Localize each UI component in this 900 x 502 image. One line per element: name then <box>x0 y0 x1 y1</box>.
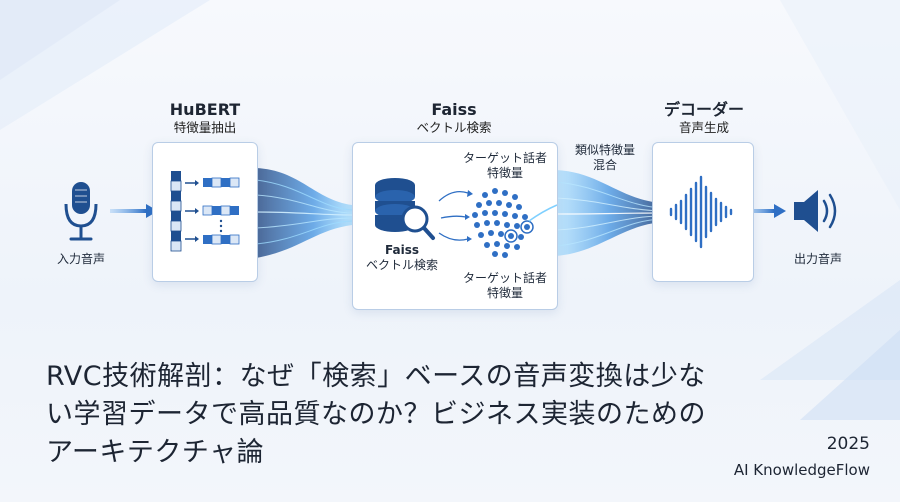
headline-line-2: い学習データで高品質なのか？ビジネス実装のための <box>46 399 706 430</box>
input-audio-label: 入力音声 <box>56 252 105 266</box>
target-features-top-label: ターゲット話者 特徴量 <box>462 151 547 180</box>
vector-search-graphic <box>375 178 557 258</box>
decoder-title: デコーダー <box>663 100 744 119</box>
hubert-title: HuBERT <box>169 100 241 119</box>
headline-line-3: アーキテクチャ論 <box>46 437 265 468</box>
microphone-icon <box>64 182 98 241</box>
faiss-title: Faiss <box>431 100 477 119</box>
faiss-box: Faiss ベクトル検索 ターゲット話者 特徴量 ターゲット話者 特徴量 <box>352 142 558 310</box>
similar-features-mix-label: 類似特徴量 混合 <box>574 143 635 172</box>
decoder-box <box>652 142 754 282</box>
faiss-subtitle: ベクトル検索 <box>416 120 492 135</box>
hubert-subtitle: 特徴量抽出 <box>173 120 237 135</box>
publication-year: 2025 <box>826 434 870 454</box>
faiss-inner-subtitle: ベクトル検索 <box>365 258 438 272</box>
decoder-subtitle: 音声生成 <box>678 120 729 135</box>
faiss-inner-title: Faiss <box>385 243 419 257</box>
feature-stream-1 <box>255 168 353 258</box>
magnifier-icon <box>401 205 435 240</box>
target-features-bottom-label: ターゲット話者 特徴量 <box>462 271 547 300</box>
waveform-icon <box>669 175 733 249</box>
feature-stream-2 <box>555 170 663 256</box>
arrow-input-to-hubert <box>110 204 158 218</box>
decor-top-right <box>780 0 900 210</box>
feature-vectors-icon <box>170 171 240 252</box>
speaker-icon <box>794 190 837 232</box>
output-audio-label: 出力音声 <box>793 252 842 266</box>
target-feature-cluster <box>472 188 530 258</box>
arrow-decoder-to-output <box>744 204 786 218</box>
page-headline: RVC技術解剖：なぜ「検索」ベースの音声変換は少な い学習データで高品質なのか？… <box>46 358 746 472</box>
hubert-box <box>152 142 258 282</box>
brand-name: AI KnowledgeFlow <box>733 461 870 479</box>
headline-line-1: RVC技術解剖：なぜ「検索」ベースの音声変換は少な <box>46 361 706 392</box>
decor-bottom-right <box>760 280 900 380</box>
database-icon <box>375 178 415 232</box>
